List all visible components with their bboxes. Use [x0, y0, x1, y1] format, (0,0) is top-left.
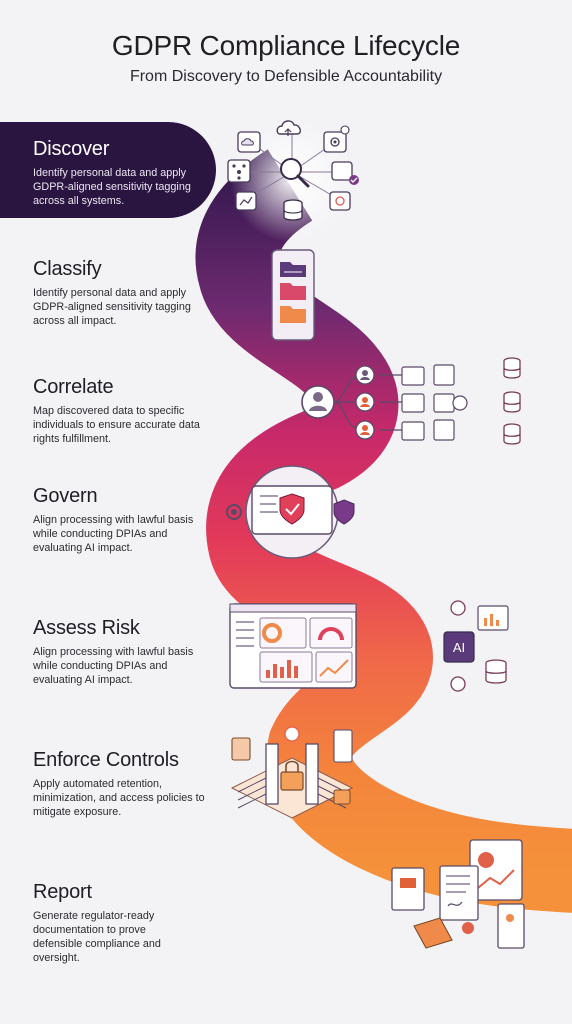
record-cards-illustration [380, 364, 468, 441]
stage-discover: Discover Identify personal data and appl… [33, 138, 208, 208]
cloud-box-icon [237, 131, 261, 153]
ai-chip-label: AI [453, 640, 465, 655]
stage-description: Align processing with lawful basis while… [33, 646, 194, 686]
stage-title: Enforce Controls [33, 749, 179, 771]
gear-box-icon [323, 125, 350, 153]
stage-description: Identify personal data and apply GDPR-al… [33, 287, 191, 327]
stage-title: Classify [33, 258, 102, 280]
stage-description: Map discovered data to specific individu… [33, 405, 200, 445]
stage-title: Assess Risk [33, 617, 140, 639]
stage-title: Correlate [33, 376, 114, 398]
stage-assess-risk: Assess Risk Align processing with lawful… [33, 617, 198, 687]
stage-title: Govern [33, 485, 98, 507]
discover-highlight-pill [0, 122, 216, 218]
stage-description: Align processing with lawful basis while… [33, 514, 194, 554]
stage-description: Apply automated retention, minimization,… [33, 778, 205, 818]
stage-report: Report Generate regulator-ready document… [33, 881, 178, 965]
stage-govern: Govern Align processing with lawful basi… [33, 485, 198, 555]
person-node-icon [355, 365, 375, 385]
shield-icon [333, 499, 355, 525]
person-node-icon [355, 392, 375, 412]
stage-correlate: Correlate Map discovered data to specifi… [33, 376, 208, 446]
settings-box-icon [329, 191, 351, 211]
access-gate-illustration [230, 726, 354, 819]
ai-chip-illustration: AI [443, 600, 509, 692]
stage-enforce-controls: Enforce Controls Apply automated retenti… [33, 749, 213, 819]
stage-title: Report [33, 881, 92, 903]
network-icon [227, 159, 251, 183]
chart-box-icon [235, 191, 257, 211]
governance-gear-illustration [245, 465, 339, 559]
magnifier-icon [280, 158, 310, 188]
database-icon [283, 199, 303, 221]
chat-box-icon [331, 161, 359, 185]
gear-icon [226, 504, 242, 520]
report-documents-illustration [391, 839, 525, 949]
stage-classify: Classify Identify personal data and appl… [33, 258, 203, 328]
page-subtitle: From Discovery to Defensible Accountabil… [129, 68, 443, 85]
database-stack-icons [503, 357, 521, 445]
risk-dashboard-illustration [229, 603, 357, 689]
discover-glow [230, 118, 354, 242]
stage-title: Discover [33, 138, 110, 160]
stage-description: Identify personal data and apply GDPR-al… [33, 167, 191, 207]
stage-description: Generate regulator-ready documentation t… [33, 910, 161, 964]
person-node-icon [355, 420, 375, 440]
page-title: GDPR Compliance Lifecycle [111, 30, 461, 61]
cloud-icon [276, 120, 301, 136]
folder-stack-illustration [271, 249, 315, 341]
